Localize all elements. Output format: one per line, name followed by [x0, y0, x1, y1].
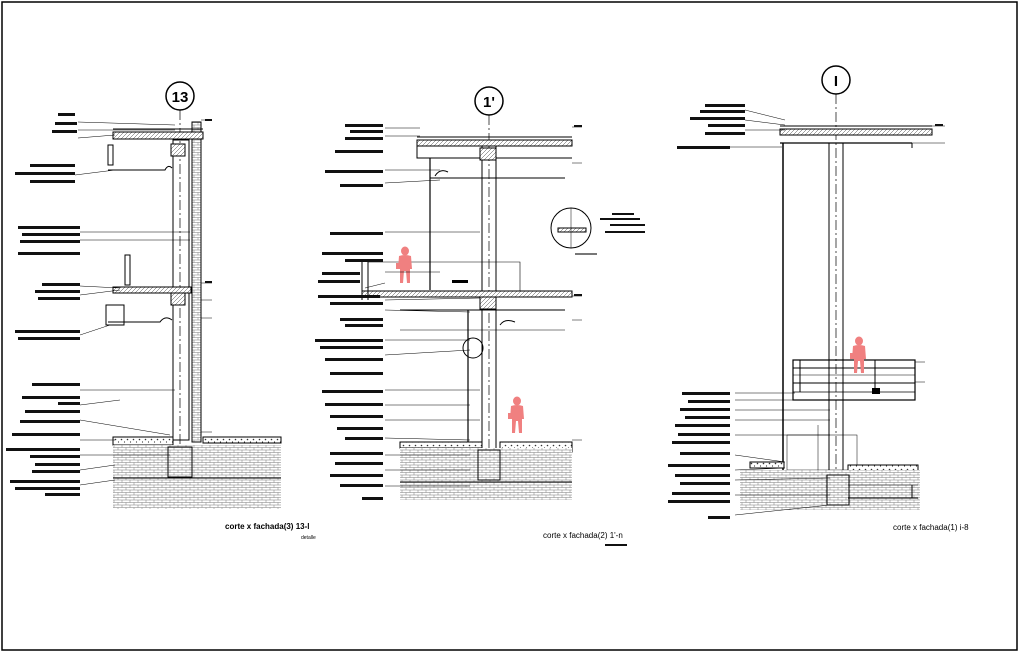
person-silhouette-icon	[396, 246, 412, 283]
section-I: I	[668, 65, 969, 532]
section-1prime-bubble: 1'	[474, 86, 504, 455]
section-13-bubble-text: 13	[172, 89, 189, 106]
section-I-bubble: I	[821, 65, 851, 505]
section-1prime-caption: corte x fachada(2) 1'-n	[543, 531, 623, 540]
section-I-bubble-text: I	[834, 73, 838, 90]
person-silhouette-icon	[508, 396, 524, 433]
section-13-bubble: 13	[165, 81, 195, 445]
detail-callout-icon	[550, 207, 592, 249]
section-13-subcaption: detalle	[301, 535, 316, 541]
section-13: 13	[6, 81, 316, 541]
section-1prime-bubble-text: 1'	[483, 94, 495, 111]
section-I-caption: corte x fachada(1) i-8	[893, 523, 969, 532]
section-13-caption: corte x fachada(3) 13-l	[225, 522, 309, 531]
section-1prime: 1'	[315, 86, 645, 546]
